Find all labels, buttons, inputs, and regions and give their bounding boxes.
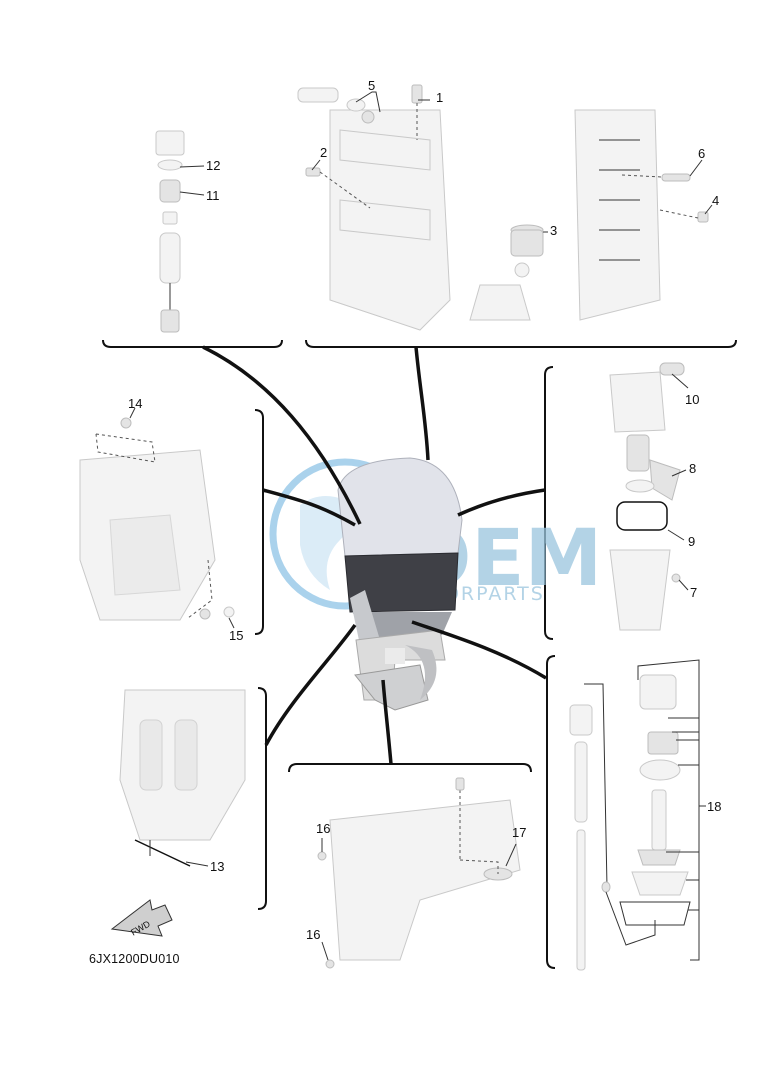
diagram-code: 6JX1200DU010	[89, 952, 180, 966]
callout-13: 13	[210, 859, 224, 874]
callout-7: 7	[690, 585, 697, 600]
callout-6: 6	[698, 146, 705, 161]
callout-14: 14	[128, 396, 142, 411]
callout-17: 17	[512, 825, 526, 840]
callout-16-lower: 16	[306, 927, 320, 942]
connector-lines	[202, 345, 547, 765]
callout-18: 18	[707, 799, 721, 814]
bottom-cowling-group: 14 15	[79, 396, 243, 643]
callout-1: 1	[436, 90, 443, 105]
bracket-middle-right	[544, 366, 554, 640]
callout-11: 11	[206, 188, 220, 203]
fwd-arrow-icon: FWD	[110, 899, 173, 938]
callout-15: 15	[229, 628, 243, 643]
bracket-middle-left	[254, 409, 264, 635]
outboard-motor	[337, 457, 463, 711]
water-pump-group: 18	[569, 659, 721, 971]
callout-10: 10	[685, 392, 699, 407]
callout-12: 12	[206, 158, 220, 173]
callout-3: 3	[550, 223, 557, 238]
bracket-top-left	[102, 339, 283, 348]
callout-16-upper: 16	[316, 821, 330, 836]
callout-9: 9	[688, 534, 695, 549]
callout-8: 8	[689, 461, 696, 476]
bracket-lower-left	[257, 687, 267, 910]
bracket-lower-right	[546, 655, 556, 969]
callout-5: 5	[368, 78, 375, 93]
fuel-pump-group: 10 8 9 7	[609, 362, 699, 631]
lower-case-group: 16 16 17	[306, 777, 526, 969]
cylinder-block-group: 1 2 3 4 5 6	[297, 78, 719, 331]
exhaust-guide-group: 13	[119, 689, 246, 874]
callout-4: 4	[712, 193, 719, 208]
bracket-top-right	[305, 339, 737, 348]
fuel-filter-group: 12 11	[155, 130, 220, 333]
callout-2: 2	[320, 145, 327, 160]
bracket-bottom-center	[288, 763, 532, 773]
